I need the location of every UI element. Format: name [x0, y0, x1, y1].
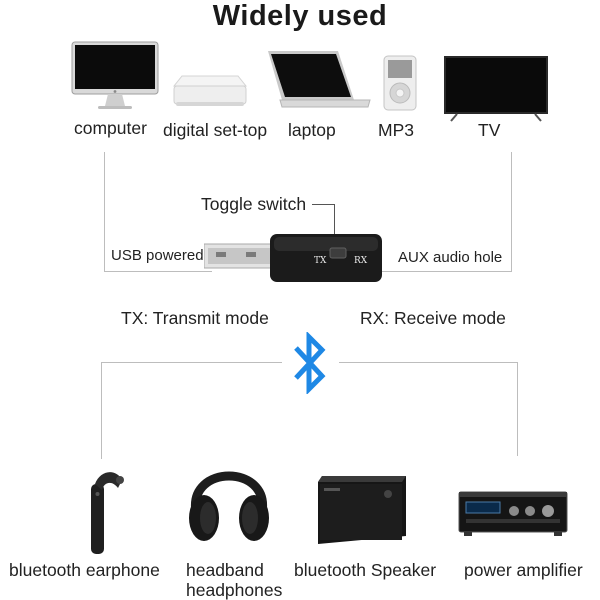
usb-powered-label: USB powered	[111, 247, 204, 264]
speaker-image	[314, 474, 410, 548]
connector-line	[511, 152, 512, 272]
toggle-switch-label: Toggle switch	[201, 194, 307, 214]
receive-mode-label: RX: Receive mode	[360, 308, 506, 328]
switch-rx-label: RX	[354, 256, 368, 266]
device-label-earphone: bluetooth earphone	[9, 560, 160, 580]
device-label-headphones: headband headphones	[186, 560, 283, 600]
device-label-speaker: bluetooth Speaker	[294, 560, 437, 580]
laptop-image	[258, 48, 372, 112]
page-title: Widely used	[212, 0, 388, 32]
connector-line	[101, 362, 102, 459]
headphones-image	[184, 450, 274, 546]
device-label-tv: TV	[478, 120, 501, 140]
transmit-mode-label: TX: Transmit mode	[121, 308, 269, 328]
adapter-image	[204, 230, 384, 286]
computer-image	[70, 40, 160, 112]
switch-tx-label: TX	[314, 256, 327, 266]
tv-image	[443, 55, 549, 123]
connector-line	[104, 152, 105, 272]
set-top-box-image	[172, 70, 248, 110]
connector-line	[101, 362, 282, 363]
device-label-amplifier: power amplifier	[464, 560, 583, 580]
mp3-player-image	[383, 55, 417, 111]
device-label-laptop: laptop	[288, 120, 336, 140]
callout-line	[334, 204, 335, 244]
device-label-computer: computer	[74, 118, 147, 138]
connector-line	[339, 362, 518, 363]
power-amplifier-image	[458, 491, 568, 537]
callout-line	[312, 204, 335, 205]
earphone-image	[82, 466, 132, 558]
connector-line	[517, 362, 518, 456]
device-label-set-top: digital set-top	[163, 120, 268, 140]
aux-audio-label: AUX audio hole	[398, 249, 503, 266]
connector-line	[104, 271, 212, 272]
connector-line	[378, 271, 512, 272]
device-label-mp3: MP3	[378, 120, 414, 140]
bluetooth-icon	[292, 332, 328, 394]
